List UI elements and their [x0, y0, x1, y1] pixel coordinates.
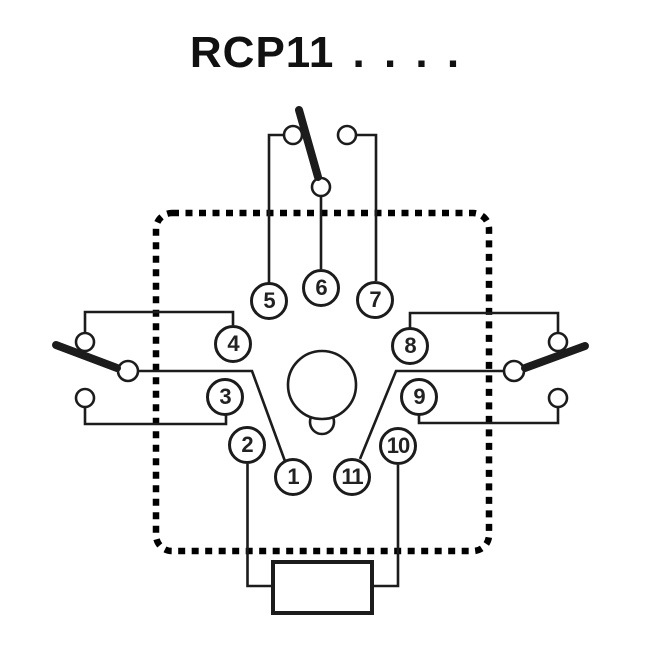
- page-title: RCP11 . . . .: [189, 28, 461, 77]
- wire-pin10: [372, 465, 400, 588]
- pin-8: 8: [391, 327, 429, 365]
- contact-common-icon: [502, 359, 526, 383]
- contact-terminal-icon: [282, 124, 304, 146]
- pin-11: 11: [333, 458, 371, 496]
- pin-7: 7: [356, 281, 394, 319]
- right-switch-symbol: [358, 311, 589, 460]
- switch-lever-icon: [295, 106, 322, 181]
- contact-terminal-icon: [74, 331, 96, 353]
- pin-1: 1: [274, 458, 312, 496]
- contact-terminal-icon: [547, 331, 569, 353]
- contact-terminal-icon: [547, 387, 569, 409]
- coil-box-icon: [271, 560, 374, 615]
- contact-terminal-icon: [74, 387, 96, 409]
- wire-pin2: [246, 464, 273, 588]
- coil-symbol: [246, 464, 400, 615]
- wire-pin9: [417, 407, 560, 425]
- wire-pin1: [138, 369, 288, 465]
- pin-2: 2: [228, 426, 266, 464]
- wire-pin8: [408, 311, 560, 333]
- pin-6: 6: [302, 269, 340, 307]
- contact-common-icon: [310, 176, 332, 198]
- wire-pin4: [83, 310, 235, 333]
- pin-4: 4: [214, 325, 252, 363]
- pin-5: 5: [250, 282, 288, 320]
- top-switch-symbol: [267, 106, 378, 283]
- center-keyway: [286, 349, 358, 436]
- wire-pin7: [355, 133, 378, 281]
- switch-lever-icon: [52, 341, 121, 372]
- pin-9: 9: [400, 378, 438, 416]
- switch-lever-icon: [521, 342, 589, 372]
- pin-10: 10: [379, 427, 417, 465]
- contact-common-icon: [116, 359, 140, 383]
- wire-pin3: [83, 407, 228, 426]
- wire-pin5: [267, 133, 285, 283]
- contact-terminal-icon: [336, 124, 358, 146]
- pin-3: 3: [206, 378, 244, 416]
- wire-pin11: [358, 369, 504, 460]
- socket-outline: [152, 209, 493, 555]
- keyway-circle-icon: [286, 349, 358, 421]
- left-switch-symbol: [52, 310, 288, 465]
